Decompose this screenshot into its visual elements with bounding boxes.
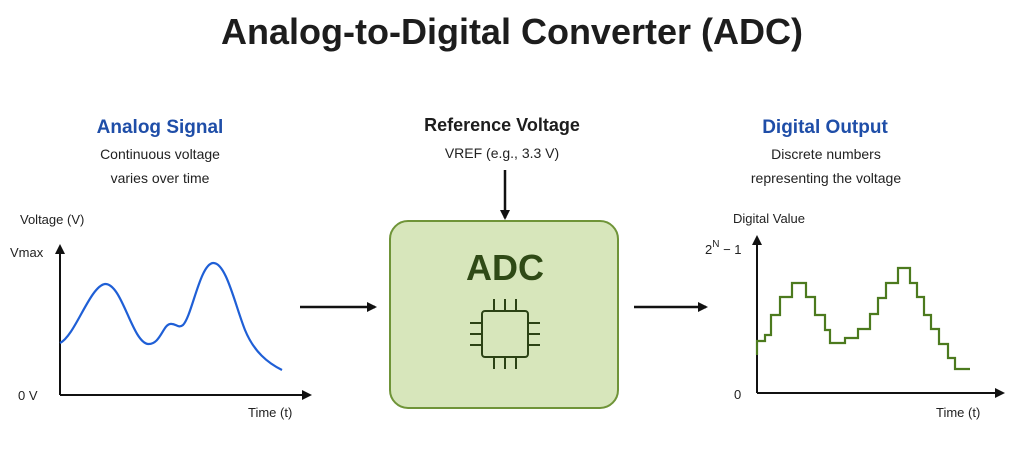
digital-desc-line2: representing the voltage <box>751 170 901 186</box>
digital-desc-line1: Discrete numbers <box>771 146 881 162</box>
analog-signal-curve <box>59 261 283 371</box>
analog-x-axis-label: Time (t) <box>248 405 292 420</box>
analog-y-axis-label: Voltage (V) <box>20 212 84 227</box>
analog-heading: Analog Signal <box>97 117 224 138</box>
reference-voltage-section: Reference Voltage VREF (e.g., 3.3 V) <box>424 115 580 220</box>
analog-desc-line1: Continuous voltage <box>100 146 220 162</box>
digital-signal-steps <box>755 266 970 371</box>
digital-x-axis-label: Time (t) <box>936 405 980 420</box>
page-title: Analog-to-Digital Converter (ADC) <box>221 11 803 52</box>
analog-y-top-label: Vmax <box>10 245 44 260</box>
microchip-icon <box>470 299 540 369</box>
reference-value: VREF (e.g., 3.3 V) <box>445 145 559 161</box>
adc-box <box>389 220 619 409</box>
analog-desc-line2: varies over time <box>111 170 210 186</box>
adc-block: ADC <box>389 220 619 409</box>
digital-y-axis-label: Digital Value <box>733 211 805 226</box>
reference-heading: Reference Voltage <box>424 115 580 135</box>
analog-y-zero-label: 0 V <box>18 388 38 403</box>
digital-heading: Digital Output <box>762 117 888 138</box>
digital-y-zero-label: 0 <box>734 387 741 402</box>
adc-label: ADC <box>466 247 544 288</box>
digital-y-top-label: 2N − 1 <box>705 239 742 257</box>
digital-section: Digital Output Discrete numbers represen… <box>705 117 1005 420</box>
analog-section: Analog Signal Continuous voltage varies … <box>10 117 312 420</box>
